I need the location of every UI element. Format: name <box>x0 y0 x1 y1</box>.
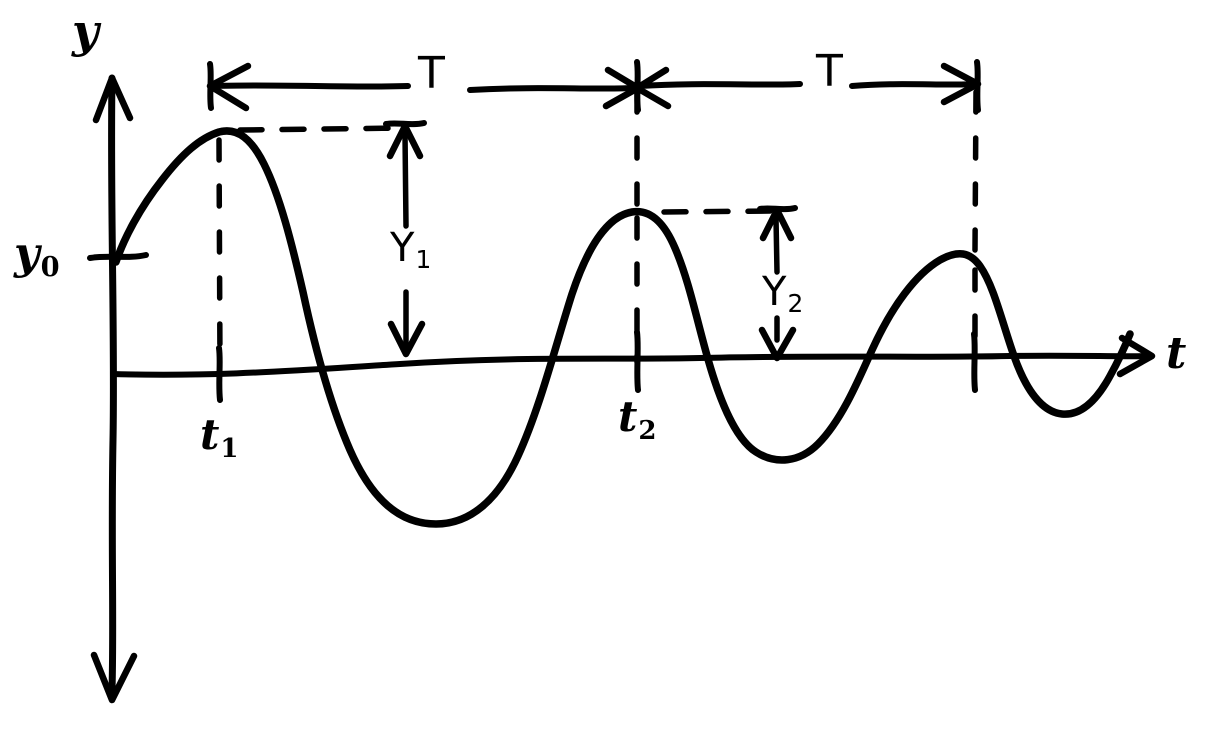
t-axis-line <box>110 352 1151 378</box>
y-axis-arrow-down <box>90 651 138 704</box>
t-axis-label: t <box>1166 328 1187 379</box>
period-line-1a <box>209 82 411 90</box>
damped-oscillation-curve <box>112 127 1134 528</box>
y2-line-upper <box>773 215 780 275</box>
period-line-1b <box>467 85 635 93</box>
y0-label: y0 <box>14 232 60 281</box>
dashed-vertical-t3 <box>972 89 979 253</box>
t1-tick <box>216 345 223 403</box>
y2-arrow-down <box>758 326 797 362</box>
period-right-end-tick <box>974 59 981 113</box>
y2-top-cap <box>757 205 798 213</box>
t1-label: t1 <box>200 414 239 462</box>
t2-label-sub: 2 <box>638 415 657 446</box>
amplitude-y1-group <box>383 120 427 358</box>
t2-label: t2 <box>618 396 657 444</box>
period-label-first: T <box>418 48 445 99</box>
dashed-guides-group <box>216 89 979 371</box>
dashed-horizontal-peak1 <box>237 125 407 133</box>
y2-label-sub: 2 <box>787 289 804 319</box>
y1-label-base: Y <box>390 225 415 271</box>
y1-top-cap <box>383 120 427 128</box>
amplitude-y1-label: Y1 <box>390 228 431 273</box>
y1-line-upper <box>402 131 409 229</box>
y-axis-group <box>87 74 149 704</box>
period-dimension-group <box>206 59 982 113</box>
y2-label-base: Y <box>762 269 787 315</box>
dashed-horizontal-peak2 <box>661 208 779 215</box>
period-label-second: T <box>816 46 843 97</box>
amplitude-y2-group <box>757 205 798 362</box>
y-axis-label: y <box>72 4 99 58</box>
y-axis-arrow-up <box>92 74 134 124</box>
y1-label-sub: 1 <box>415 245 432 275</box>
amplitude-y2-label: Y2 <box>762 272 803 317</box>
t-axis-arrow-right <box>1116 334 1156 378</box>
y-axis-line <box>108 74 117 694</box>
t1-label-base: t <box>200 410 220 459</box>
oscillation-path <box>112 127 1134 528</box>
t3-tick <box>971 331 978 393</box>
t-axis-group <box>110 329 1156 403</box>
dashed-vertical-t1 <box>216 137 223 371</box>
period-line-2b <box>849 81 977 89</box>
t1-label-sub: 1 <box>220 433 239 464</box>
y0-label-sub: 0 <box>40 251 60 284</box>
y0-label-base: y <box>14 228 40 279</box>
t2-label-base: t <box>618 392 638 441</box>
y1-arrow-down <box>387 320 426 358</box>
period-line-2a <box>637 81 803 89</box>
